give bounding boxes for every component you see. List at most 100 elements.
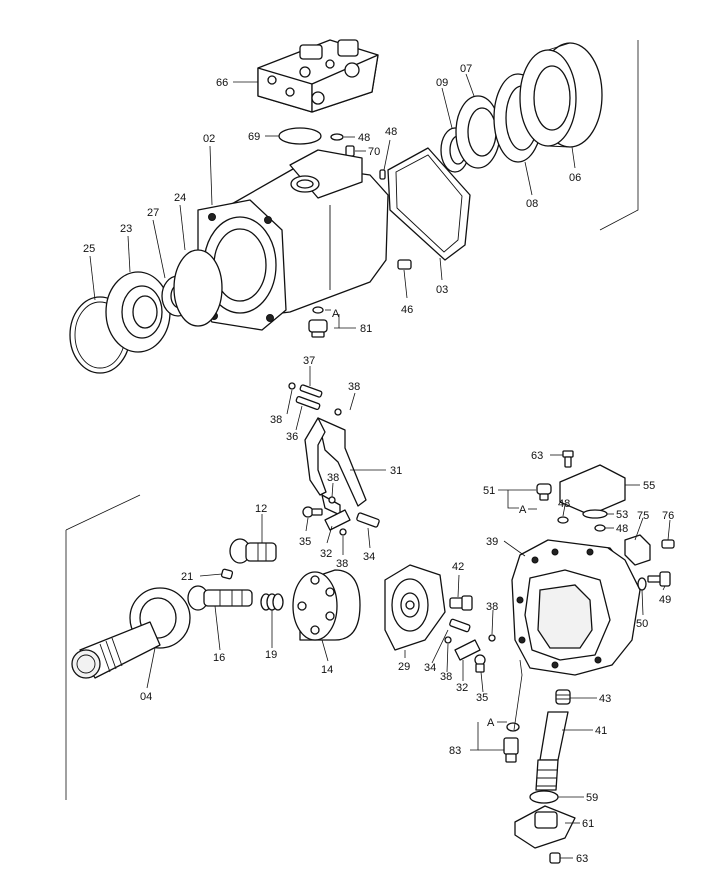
- pin-70: [345, 145, 355, 157]
- pin-34-right: [444, 618, 471, 644]
- pin-35-right: [474, 654, 486, 673]
- callout-32-right: 32: [456, 682, 468, 694]
- callout-48-top-a: 48: [358, 132, 370, 144]
- callout-24: 24: [174, 192, 186, 204]
- pin-46: [397, 259, 412, 270]
- link-32-left: [324, 509, 351, 536]
- callout-37: 37: [303, 355, 315, 367]
- shaft-04: [71, 587, 191, 679]
- callout-66: 66: [216, 77, 228, 89]
- callout-43: 43: [599, 693, 611, 705]
- piston-43: [555, 689, 571, 705]
- callout-48-right-b: 48: [616, 523, 628, 535]
- callout-38-mid-c: 38: [327, 472, 339, 484]
- bearing-07: [455, 95, 501, 169]
- callout-63-top: 63: [531, 450, 543, 462]
- callout-55: 55: [643, 480, 655, 492]
- piston-12: [229, 538, 277, 564]
- callout-labels: 66 69 48 70 48 09 07 02 06 08 24 27 23 2…: [83, 63, 674, 865]
- callout-a-top: A: [332, 308, 340, 320]
- callout-34-left: 34: [363, 551, 375, 563]
- callout-a-mid: A: [519, 504, 527, 516]
- housing-39: [511, 539, 641, 676]
- o-ring-48-right-b: [594, 524, 606, 532]
- callout-59: 59: [586, 792, 598, 804]
- callout-27: 27: [147, 207, 159, 219]
- callout-23: 23: [120, 223, 132, 235]
- callout-38-mid-d: 38: [336, 558, 348, 570]
- valve-plate-29: [384, 564, 446, 651]
- bolt-63-bottom: [549, 852, 561, 864]
- piston-16: [187, 585, 253, 611]
- link-32-right: [454, 634, 496, 661]
- callout-31: 31: [390, 465, 402, 477]
- rod-41: [535, 711, 569, 791]
- callout-36: 36: [286, 431, 298, 443]
- callout-46: 46: [401, 304, 413, 316]
- pin-48-top: [379, 169, 386, 180]
- ring-38-mid: [328, 496, 336, 504]
- callout-48-top-b: 48: [385, 126, 397, 138]
- o-ring-24: [173, 249, 223, 327]
- callout-32-left: 32: [320, 548, 332, 560]
- callout-76: 76: [662, 510, 674, 522]
- frame-brackets: [65, 40, 639, 800]
- housing-02: [197, 149, 389, 331]
- bolt-49: [647, 571, 671, 587]
- bracket-75: [624, 534, 651, 566]
- callout-83: 83: [449, 745, 461, 757]
- cover-23: [105, 271, 171, 353]
- callout-69: 69: [248, 131, 260, 143]
- callout-41: 41: [595, 725, 607, 737]
- o-ring-48-top: [330, 133, 344, 141]
- callout-21: 21: [181, 571, 193, 583]
- o-ring-69: [278, 127, 322, 145]
- callout-38-right-a: 38: [486, 601, 498, 613]
- callout-48-right-a: 48: [558, 498, 570, 510]
- callout-34-right: 34: [424, 662, 436, 674]
- callout-39: 39: [486, 536, 498, 548]
- leader-lines: [89, 73, 671, 859]
- pin-35-left: [302, 506, 323, 518]
- callout-70: 70: [368, 146, 380, 158]
- callout-07: 07: [460, 63, 472, 75]
- callout-02: 02: [203, 133, 215, 145]
- callout-a-bottom: A: [487, 717, 495, 729]
- callout-09: 09: [436, 77, 448, 89]
- pin-21: [220, 568, 234, 580]
- sensor-83: [503, 722, 520, 763]
- bolt-42: [449, 595, 473, 611]
- callout-38-mid-a: 38: [348, 381, 360, 393]
- pin-37: [288, 382, 342, 416]
- plate-61: [514, 805, 576, 849]
- callout-08: 08: [526, 198, 538, 210]
- callout-38-mid-b: 38: [270, 414, 282, 426]
- valve-block-66: [257, 39, 379, 113]
- bolt-63-top: [562, 450, 574, 468]
- callout-53: 53: [616, 509, 628, 521]
- callout-03: 03: [436, 284, 448, 296]
- plug-51: [536, 483, 552, 501]
- callout-75: 75: [637, 510, 649, 522]
- callout-81: 81: [360, 323, 372, 335]
- lever-31: [304, 417, 367, 516]
- gasket-03: [387, 147, 471, 261]
- bolt-76: [661, 539, 675, 549]
- cover-plate-55: [559, 464, 626, 516]
- callout-63-bottom: 63: [576, 853, 588, 865]
- roller-bearing-06: [519, 42, 603, 148]
- washer-50: [637, 577, 647, 591]
- cylinder-block-14: [292, 569, 361, 641]
- callout-29: 29: [398, 661, 410, 673]
- callout-51: 51: [483, 485, 495, 497]
- callout-14: 14: [321, 664, 333, 676]
- callout-49: 49: [659, 594, 671, 606]
- o-ring-53: [582, 509, 608, 519]
- callout-38-right-b: 38: [440, 671, 452, 683]
- callout-35-right: 35: [476, 692, 488, 704]
- callout-19: 19: [265, 649, 277, 661]
- plug-81: [308, 306, 328, 338]
- callout-50: 50: [636, 618, 648, 630]
- pin-34-left: [356, 512, 380, 528]
